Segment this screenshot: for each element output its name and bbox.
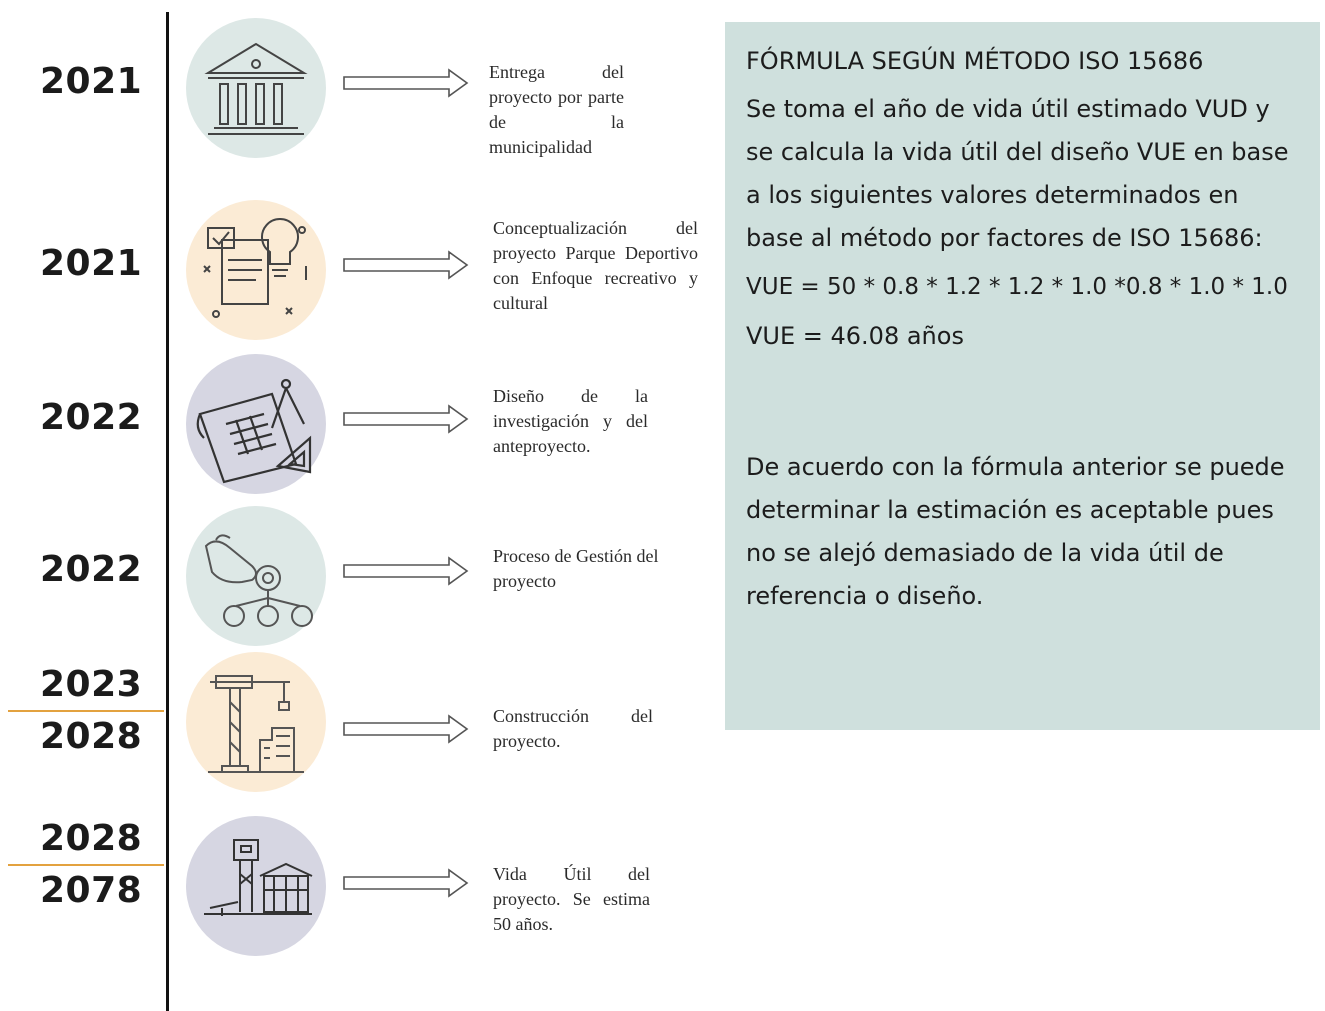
government-building-icon: [186, 18, 326, 158]
timeline-row: 2022 Diseño de la investigación y del an: [0, 350, 710, 494]
arrow-right-icon: [343, 556, 469, 586]
arrow-right-icon: [343, 250, 469, 280]
timeline-year-start: 2028: [40, 818, 143, 859]
timeline-description: Entrega del proyecto por parte de la mun…: [489, 62, 624, 157]
panel-description: Se toma el año de vida útil estimado VUD…: [746, 95, 1289, 252]
timeline-description: Conceptualización del proyecto Parque De…: [493, 218, 698, 313]
timeline-axis: [166, 12, 169, 1011]
formula-text: VUE = 50 * 0.8 * 1.2 * 1.2 * 1.0 *0.8 * …: [746, 274, 1288, 300]
timeline-row: 2021 Conceptu: [0, 196, 710, 340]
timeline-row: 2022 Proceso de Gestión del proyecto: [0, 502, 710, 646]
timeline-year-end: 2028: [40, 716, 143, 757]
idea-checklist-icon: [186, 200, 326, 340]
timeline-description: Proceso de Gestión del proyecto: [493, 546, 659, 591]
timeline-year-end: 2078: [40, 870, 143, 911]
year-range-divider: [8, 864, 164, 866]
timeline-year: 2021: [40, 243, 143, 284]
formula-result: VUE = 46.08 años: [746, 322, 964, 350]
timeline-row: 2023 2028: [0, 652, 710, 800]
timeline-year-start: 2023: [40, 664, 143, 705]
timeline-description: Diseño de la investigación y del antepro…: [493, 386, 648, 456]
arrow-right-icon: [343, 868, 469, 898]
timeline-year: 2021: [40, 61, 143, 102]
timeline-description: Vida Útil del proyecto. Se estima 50 año…: [493, 864, 650, 934]
year-range-divider: [8, 710, 164, 712]
arrow-right-icon: [343, 404, 469, 434]
arrow-right-icon: [343, 714, 469, 744]
hand-network-icon: [186, 506, 326, 646]
blueprint-compass-icon: [186, 354, 326, 494]
formula-info-panel: FÓRMULA SEGÚN MÉTODO ISO 15686 Se toma e…: [725, 22, 1320, 730]
water-tower-icon: [186, 816, 326, 956]
timeline-row: 2028 2078 Vida Út: [0, 814, 710, 956]
timeline-row: 2021 Entrega del proyecto por parte de l…: [0, 14, 710, 158]
timeline-year: 2022: [40, 549, 143, 590]
timeline-year: 2022: [40, 397, 143, 438]
panel-conclusion: De acuerdo con la fórmula anterior se pu…: [746, 453, 1285, 610]
timeline-description: Construcción del proyecto.: [493, 706, 653, 751]
panel-title: FÓRMULA SEGÚN MÉTODO ISO 15686: [746, 47, 1204, 75]
construction-crane-icon: [186, 652, 326, 792]
arrow-right-icon: [343, 68, 469, 98]
